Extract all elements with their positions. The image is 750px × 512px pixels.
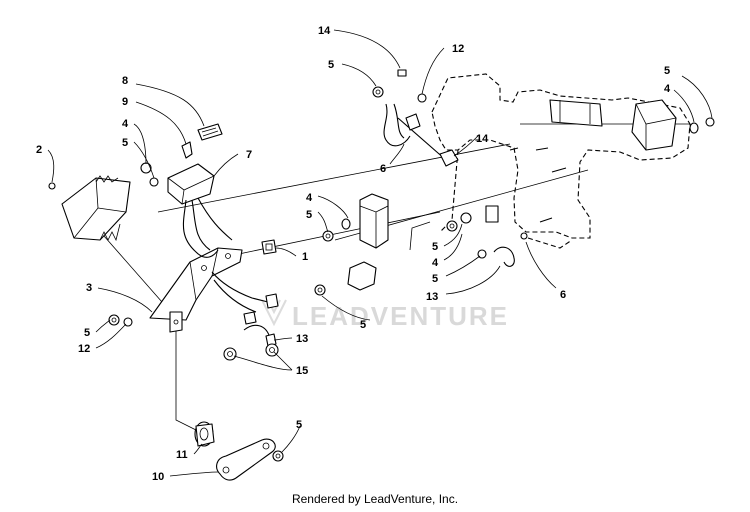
callout-15: 15 bbox=[296, 365, 308, 377]
switch-wire-left bbox=[243, 324, 277, 347]
callout-1: 1 bbox=[302, 251, 308, 263]
switch-harness-upper bbox=[383, 103, 421, 147]
callouts: 2 8 9 4 5 7 1 3 5 12 13 15 11 10 5 14 12… bbox=[36, 25, 671, 483]
callout-4-left: 4 bbox=[122, 118, 129, 130]
callout-14-mid: 14 bbox=[476, 133, 489, 145]
callout-10: 10 bbox=[152, 471, 164, 483]
link-nut bbox=[272, 450, 284, 462]
bushing bbox=[194, 421, 215, 447]
callout-13-left: 13 bbox=[296, 333, 308, 345]
callout-5-right-b: 5 bbox=[432, 273, 438, 285]
center-switch bbox=[314, 193, 389, 296]
callout-2: 2 bbox=[36, 144, 42, 156]
callout-5-left-upper: 5 bbox=[122, 137, 128, 149]
callout-6-lower: 6 bbox=[560, 289, 566, 301]
left-hardware bbox=[108, 162, 159, 327]
callout-5-link: 5 bbox=[296, 419, 302, 431]
link-arm bbox=[216, 438, 276, 481]
crossbar bbox=[549, 99, 603, 127]
nuts bbox=[223, 343, 279, 361]
callout-12-top: 12 bbox=[452, 43, 464, 55]
decal bbox=[197, 123, 223, 141]
wiring-harness bbox=[182, 197, 279, 325]
callout-9: 9 bbox=[122, 96, 128, 108]
callout-5-top: 5 bbox=[328, 59, 334, 71]
mounting-bracket bbox=[149, 247, 243, 333]
callout-14-top: 14 bbox=[318, 25, 331, 37]
callout-5-far-right: 5 bbox=[664, 65, 670, 77]
callout-5-lower-center: 5 bbox=[360, 319, 366, 331]
callout-5-left-lower: 5 bbox=[84, 327, 90, 339]
callout-4-right: 4 bbox=[432, 257, 439, 269]
control-module bbox=[167, 163, 215, 205]
callout-4-far-right: 4 bbox=[664, 83, 671, 95]
switch-wire-right bbox=[493, 246, 515, 267]
callout-5-center: 5 bbox=[306, 209, 312, 221]
callout-11: 11 bbox=[176, 449, 188, 461]
callout-3: 3 bbox=[86, 282, 92, 294]
right-studs bbox=[446, 147, 567, 259]
callout-5-right-a: 5 bbox=[432, 241, 438, 253]
connector bbox=[261, 239, 277, 255]
foot-pad bbox=[48, 175, 131, 242]
upper-fasteners bbox=[372, 69, 459, 167]
watermark-text: LEADVENTURE bbox=[292, 301, 509, 331]
callout-8: 8 bbox=[122, 75, 128, 87]
callout-7: 7 bbox=[246, 149, 252, 161]
footer-credit: Rendered by LeadVenture, Inc. bbox=[291, 492, 459, 506]
clip bbox=[181, 141, 193, 159]
callout-13-right: 13 bbox=[426, 291, 438, 303]
callout-12-left: 12 bbox=[78, 343, 90, 355]
right-bracket bbox=[631, 99, 715, 151]
callout-6-upper: 6 bbox=[380, 163, 386, 175]
callout-4-center: 4 bbox=[306, 192, 313, 204]
watermark: LEADVENTURE bbox=[261, 299, 509, 331]
leader-lines bbox=[47, 29, 713, 477]
dash-panel-outline bbox=[431, 73, 691, 249]
